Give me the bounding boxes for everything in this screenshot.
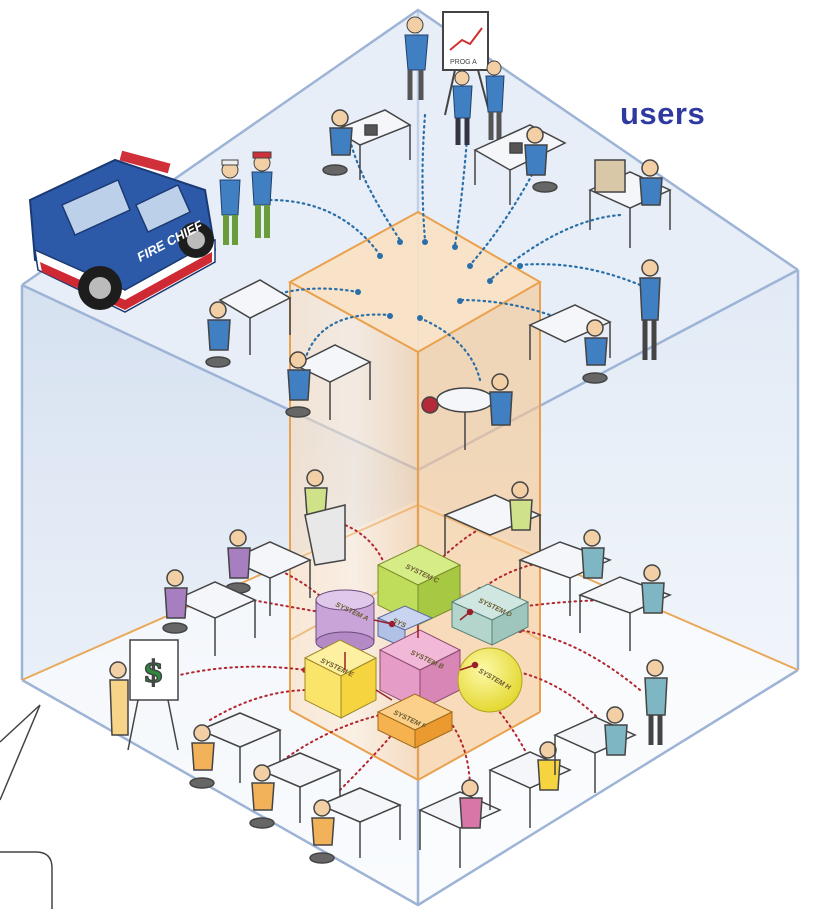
money-presenter: $ <box>109 639 179 751</box>
system-b: SYSTEM B <box>378 629 462 711</box>
dollar-symbol: $ <box>143 655 164 690</box>
users-label: users <box>620 96 706 131</box>
systems-cluster: SYSTEM C SYSTEM A SYSTEM D SYS SYSTEM B <box>303 544 530 749</box>
presenter-flip-chart: PROG A <box>404 11 505 145</box>
upper-floor-people: PROG A <box>205 11 672 450</box>
upper-desk-workers <box>205 109 672 450</box>
firefighters <box>219 151 273 245</box>
speech-callout <box>0 704 53 909</box>
flip-chart-label: PROG A <box>450 59 477 66</box>
upper-connection-nodes <box>355 239 523 321</box>
system-d: SYSTEM D <box>450 583 530 646</box>
lower-floor-people: $ <box>109 469 672 868</box>
system-c: SYSTEM C <box>376 544 462 626</box>
system-h: SYSTEM H <box>457 647 523 713</box>
system-f: SYSTEM F <box>376 693 454 749</box>
fire-chief-vehicle: FIRE CHIEF <box>28 150 217 313</box>
